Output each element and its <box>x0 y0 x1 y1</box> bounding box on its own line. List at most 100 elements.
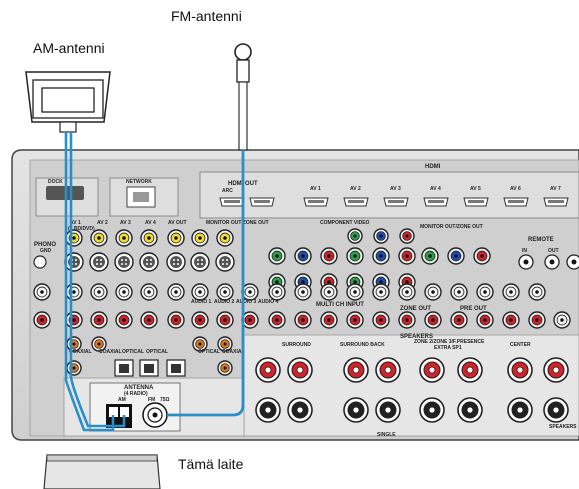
hdmi-section: HDMI HDMI OUT ARC AV 1AV 2AV 3AV 4AV 5AV… <box>200 164 579 218</box>
speaker-terminal <box>288 398 312 422</box>
monitor-out-text: MONITOR OUT/ZONE OUT <box>206 220 269 226</box>
optical-jack <box>167 360 185 376</box>
rca-jack <box>321 248 337 264</box>
rca-jack <box>321 284 337 300</box>
rca-jack <box>269 284 285 300</box>
rca-jack <box>529 284 545 300</box>
coaxial-text-3: COAXIAL <box>222 349 245 355</box>
hdmi-input-label: AV 6 <box>510 186 521 192</box>
rca-jack <box>554 312 570 328</box>
network-port: NETWORK <box>110 178 178 216</box>
gnd-screw <box>34 256 46 268</box>
rca-jack <box>399 284 415 300</box>
rca-jack <box>116 230 132 246</box>
rca-jack <box>217 312 233 328</box>
rca-jack <box>451 312 467 328</box>
s-video-jack <box>216 253 234 271</box>
multi-ch-input-text: MULTI CH INPUT <box>316 302 364 308</box>
fm-antenna-icon <box>235 44 251 150</box>
hdmi-port <box>464 198 488 206</box>
rca-jack <box>192 230 208 246</box>
rca-jack <box>400 229 414 243</box>
s-video-jack <box>115 253 133 271</box>
rca-jack <box>373 248 389 264</box>
speaker-terminal <box>256 358 280 382</box>
rca-jack <box>141 230 157 246</box>
rca-jack <box>529 312 545 328</box>
rca-jack <box>347 284 363 300</box>
speaker-terminal <box>288 358 312 382</box>
optical-text-2: OPTICAL <box>146 349 168 355</box>
rca-jack <box>474 248 490 264</box>
hdmi-input-label: AV 7 <box>550 186 561 192</box>
remote-text: REMOTE <box>528 237 554 243</box>
av4-text: AV 4 <box>145 220 156 226</box>
rca-jack <box>34 284 50 300</box>
audio2-text: AUDIO 2 <box>214 299 235 305</box>
hdmi-input-label: AV 2 <box>350 186 361 192</box>
rca-jack <box>192 312 208 328</box>
am-antenna-icon <box>26 72 110 132</box>
rca-jack <box>477 284 493 300</box>
speaker-terminal <box>344 398 368 422</box>
av2-text: AV 2 <box>97 220 108 226</box>
rca-jack <box>34 312 50 328</box>
s-video-jack <box>167 253 185 271</box>
optical-jack <box>140 360 158 376</box>
av3-text: AV 3 <box>120 220 131 226</box>
rca-jack <box>116 284 132 300</box>
rca-jack <box>269 312 285 328</box>
audio4-text: AUDIO 4 <box>258 299 279 305</box>
rca-jack <box>116 312 132 328</box>
rca-jack <box>168 312 184 328</box>
rca-jack <box>218 361 232 375</box>
optical-text: OPTICAL <box>122 349 144 355</box>
single-text: SINGLE <box>377 432 396 438</box>
rca-jack <box>91 312 107 328</box>
rca-jack <box>168 284 184 300</box>
rca-jack <box>451 284 467 300</box>
audio3-text: AUDIO 3 <box>236 299 257 305</box>
gnd-text: GND <box>40 248 52 254</box>
hdmi-port <box>384 198 408 206</box>
remote-jack <box>519 255 533 269</box>
speaker-terminal <box>256 398 280 422</box>
hdmi-port <box>504 198 528 206</box>
hdmi-input-label: AV 4 <box>430 186 441 192</box>
rca-jack <box>217 230 233 246</box>
hdmi-port <box>304 198 328 206</box>
rca-jack <box>66 312 82 328</box>
rca-jack <box>425 284 441 300</box>
antenna-radio-text: (4 RADIO) <box>124 391 148 397</box>
rca-jack <box>192 284 208 300</box>
rca-jack <box>66 230 82 246</box>
speaker-terminal <box>420 398 444 422</box>
rca-jack <box>67 361 81 375</box>
speaker-terminal <box>344 358 368 382</box>
coaxial-text: COAXIAL <box>69 349 92 355</box>
component-video-text: COMPONENT VIDEO <box>320 220 370 226</box>
rca-jack <box>399 248 415 264</box>
hdmi-input-label: AV 1 <box>310 186 321 192</box>
hdmi-arc-text: ARC <box>222 188 233 194</box>
speaker-terminal <box>420 358 444 382</box>
s-video-jack <box>90 253 108 271</box>
speaker-terminal <box>458 358 482 382</box>
speaker-terminal <box>544 398 568 422</box>
rca-jack <box>295 312 311 328</box>
pre-out-text: PRE OUT <box>460 306 487 312</box>
hdmi-input-label: AV 3 <box>390 186 401 192</box>
rca-jack <box>373 312 389 328</box>
remote-jack <box>545 255 559 269</box>
rca-jack <box>503 284 519 300</box>
remote-out-text: OUT <box>548 248 559 254</box>
rca-jack <box>66 284 82 300</box>
s-video-jack <box>140 253 158 271</box>
audio1-text: AUDIO 1 <box>191 299 212 305</box>
rca-jack <box>295 248 311 264</box>
hdmi-port <box>424 198 448 206</box>
rca-jack <box>373 284 389 300</box>
rca-jack <box>347 312 363 328</box>
speaker-terminal <box>508 398 532 422</box>
